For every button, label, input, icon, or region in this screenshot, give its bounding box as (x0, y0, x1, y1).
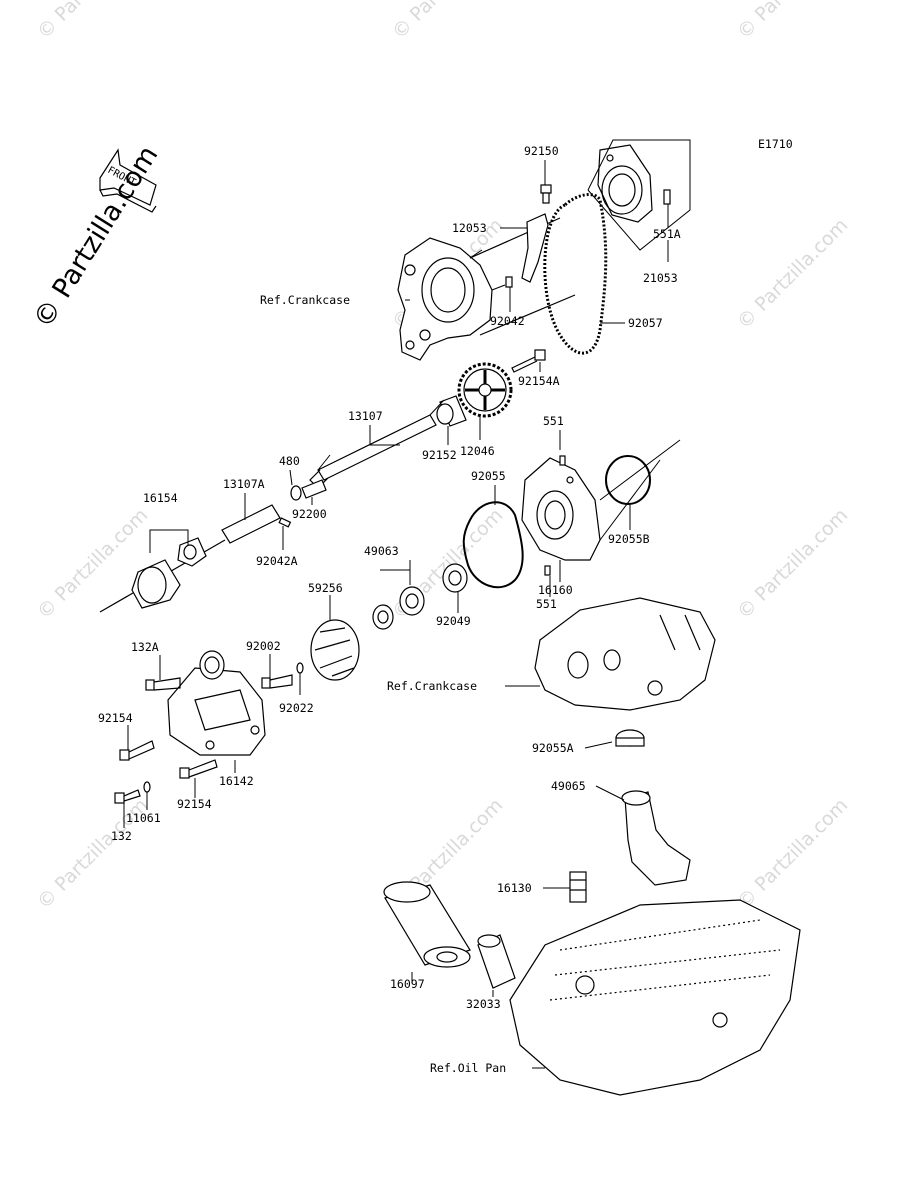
watermark: © Partzilla.com (733, 794, 852, 913)
label-59256: 59256 (308, 581, 343, 595)
label-11061: 11061 (126, 811, 161, 825)
label-551A: 551A (653, 227, 681, 241)
oring-92055 (462, 501, 524, 589)
label-13107: 13107 (348, 409, 383, 423)
watermark: © Partzilla.com (33, 0, 152, 44)
bolt-132 (114, 789, 141, 804)
oil-pan-drawing (509, 899, 801, 1096)
label-92002: 92002 (246, 639, 281, 653)
bolt-132A (145, 677, 181, 691)
rotor-16154 (99, 537, 226, 613)
label-92022: 92022 (279, 701, 314, 715)
label-ref-oil-pan: Ref.Oil Pan (430, 1061, 506, 1075)
strainer-49065 (621, 790, 691, 886)
label-480: 480 (279, 454, 300, 468)
diagram-code: E1710 (758, 137, 793, 151)
pin-92042A (278, 517, 292, 528)
bolt-92154-bottom (179, 759, 218, 779)
pump-cover-16142 (167, 650, 266, 756)
impeller-59256 (310, 619, 360, 681)
label-12053: 12053 (452, 221, 487, 235)
label-92055B: 92055B (608, 532, 650, 546)
bearing-92049 (442, 563, 468, 593)
label-132: 132 (111, 829, 132, 843)
label-92200: 92200 (292, 507, 327, 521)
bolt-92150 (540, 184, 552, 204)
label-92154-bottom: 92154 (177, 797, 212, 811)
washer-92022 (296, 662, 304, 674)
valve-16130 (569, 871, 587, 903)
label-ref-crankcase-mid: Ref.Crankcase (387, 679, 477, 693)
label-92042A: 92042A (256, 554, 298, 568)
collar-92152 (436, 395, 467, 427)
watermark: © Partzilla.com (388, 0, 507, 44)
watermark: © Partzilla.com (733, 0, 852, 44)
bolt-92154-left (119, 740, 155, 761)
part-labels: 92150 12053 551A 21053 Ref.Crankcase 920… (98, 144, 681, 1075)
pin-92042 (505, 276, 513, 288)
label-16097: 16097 (390, 977, 425, 991)
clip-480 (290, 485, 302, 501)
label-16160: 16160 (538, 583, 573, 597)
sprocket-12046 (457, 362, 513, 418)
chain-guide (521, 213, 549, 283)
label-ref-crankcase-top: Ref.Crankcase (260, 293, 350, 307)
washer-11061 (143, 781, 151, 793)
seal-49063 (372, 586, 425, 630)
label-12046: 12046 (460, 444, 495, 458)
chain-92057 (543, 193, 608, 355)
oring-92055A (615, 729, 645, 747)
oring-92055B (605, 455, 651, 505)
bolt-92154A (511, 349, 546, 373)
label-132A: 132A (131, 640, 159, 654)
leader-lines (123, 160, 669, 1069)
label-49063: 49063 (364, 544, 399, 558)
watermark: © Partzilla.com (733, 504, 852, 623)
label-92049: 92049 (436, 614, 471, 628)
watermark: © Partzilla.com (733, 214, 852, 333)
middle-crankcase-drawing (534, 597, 716, 711)
label-92154-left: 92154 (98, 711, 133, 725)
pin-551-bottom (544, 565, 551, 576)
label-21053: 21053 (643, 271, 678, 285)
watermark-main: © Partzilla.com (28, 141, 165, 334)
washer-92200 (301, 479, 327, 499)
label-551-top: 551 (543, 414, 564, 428)
label-16154: 16154 (143, 491, 178, 505)
bolt-92002 (261, 674, 293, 689)
label-92150: 92150 (524, 144, 559, 158)
label-92042: 92042 (490, 314, 525, 328)
label-92152: 92152 (422, 448, 457, 462)
pin-551-top (559, 455, 566, 466)
cover-21053 (597, 144, 671, 223)
label-49065: 49065 (551, 779, 586, 793)
label-16142: 16142 (219, 774, 254, 788)
watermark: © Partzilla.com (33, 504, 152, 623)
pipe-32033 (477, 934, 516, 989)
label-32033: 32033 (466, 997, 501, 1011)
label-92154A: 92154A (518, 374, 560, 388)
label-16130: 16130 (497, 881, 532, 895)
label-92055: 92055 (471, 469, 506, 483)
shaft-13107A (221, 504, 281, 544)
pump-body-16160 (521, 439, 681, 561)
label-13107A: 13107A (223, 477, 265, 491)
label-92055A: 92055A (532, 741, 574, 755)
label-551-bottom: 551 (536, 597, 557, 611)
oil-filter-16097 (383, 881, 471, 968)
label-92057: 92057 (628, 316, 663, 330)
